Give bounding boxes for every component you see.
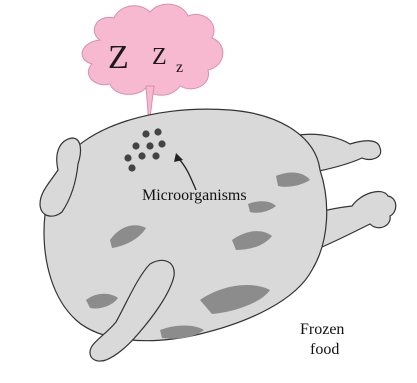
- frozen-label: Frozen: [300, 321, 344, 338]
- food-label: food: [310, 341, 339, 358]
- microorganism-dot: [138, 152, 145, 159]
- microorganism-dot: [154, 128, 161, 135]
- sleep-letter-small: z: [176, 59, 183, 76]
- microorganism-dot: [142, 130, 149, 137]
- microorganisms-label: Microorganisms: [142, 187, 247, 204]
- microorganism-dot: [132, 142, 139, 149]
- chicken-body: [44, 109, 327, 341]
- microorganism-dot: [146, 142, 153, 149]
- microorganism-dot: [124, 154, 131, 161]
- microorganism-dot: [128, 164, 135, 171]
- sleep-letter-medium: Z: [152, 44, 167, 70]
- microorganism-dot: [158, 140, 165, 147]
- sleep-letter-big: Z: [108, 39, 129, 76]
- thought-cloud-icon: Z Z z: [82, 4, 223, 126]
- microorganism-dot: [152, 152, 159, 159]
